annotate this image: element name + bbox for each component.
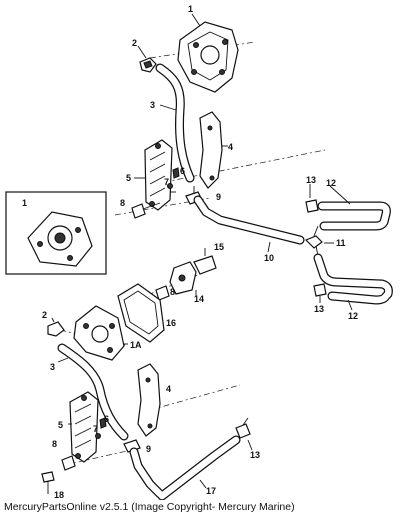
hose-12-lower (313, 253, 393, 305)
hose-12-upper (317, 201, 391, 231)
screw-bottom (61, 455, 76, 471)
callout-5-top: 5 (126, 173, 131, 183)
bracket-top (199, 111, 223, 189)
callout-18: 18 (54, 490, 64, 500)
callout-16: 16 (166, 318, 176, 328)
callout-17: 17 (206, 486, 216, 496)
callout-labels: 1 2 3 4 5 6 7 8 9 10 11 12 12 13 13 13 1… (22, 4, 358, 500)
callout-5-bottom: 5 (58, 420, 63, 430)
callout-3-bottom: 3 (50, 362, 55, 372)
hose-right (193, 195, 305, 245)
fitting-13-lower (313, 283, 327, 297)
bracket-bottom (137, 363, 161, 437)
callout-14: 14 (194, 294, 204, 304)
callout-4-bottom: 4 (166, 384, 171, 394)
hose-bottom (57, 343, 129, 441)
screw-top (131, 202, 161, 219)
callout-8-bottom: 8 (52, 439, 57, 449)
callout-9-bottom: 9 (146, 444, 151, 454)
callout-7-bottom: 7 (93, 424, 98, 434)
tee-connector (304, 225, 323, 257)
callout-7-top: 7 (164, 177, 169, 187)
callout-1a: 1A (130, 340, 142, 350)
callout-1-top: 1 (188, 4, 193, 14)
callout-9-top: 9 (216, 192, 221, 202)
hose-17 (129, 435, 241, 500)
fuel-pump-cover-top (177, 21, 239, 93)
fuel-pump-body-bottom (69, 391, 99, 463)
callout-12-bottom: 12 (348, 311, 358, 321)
gasket (117, 283, 165, 343)
screw-18 (41, 471, 55, 494)
callout-4-top: 4 (228, 142, 233, 152)
elbow-fitting-bottom (47, 321, 65, 337)
callout-6-bottom: 6 (104, 414, 109, 424)
hardware-6-7-bottom (95, 417, 107, 439)
inset-view (5, 191, 107, 275)
callout-3-top: 3 (150, 100, 155, 110)
callout-2-top: 2 (132, 38, 137, 48)
fuel-pump-body-top (144, 139, 173, 211)
callout-8-top: 8 (120, 198, 125, 208)
callout-13-bottom: 13 (250, 450, 260, 460)
fuel-pump-cover-1a (73, 305, 125, 361)
callout-11: 11 (336, 238, 346, 248)
callout-10: 10 (264, 253, 274, 263)
exploded-parts-diagram: 1 2 3 4 5 6 7 8 9 10 11 12 12 13 13 13 1… (5, 4, 393, 500)
leader-lines (51, 13, 353, 489)
callout-12-top: 12 (326, 178, 336, 188)
callout-13-top: 13 (306, 175, 316, 185)
callout-15: 15 (214, 242, 224, 252)
hardware-6-7-top (167, 167, 180, 189)
image-copyright-footer: MercuryPartsOnline v2.5.1 (Image Copyrig… (4, 501, 295, 513)
callout-8-mid: 8 (170, 287, 175, 297)
screw-mid (155, 285, 170, 301)
callout-1-inset: 1 (22, 198, 27, 208)
fitting-13-upper (305, 199, 319, 213)
callout-6-top: 6 (180, 166, 185, 176)
callout-2-bottom: 2 (42, 310, 47, 320)
hose-top (155, 63, 195, 183)
fitting-13-bottom (235, 417, 251, 439)
pulse-block (169, 255, 217, 295)
callout-13-mid: 13 (314, 304, 324, 314)
elbow-fitting-top (139, 57, 157, 73)
